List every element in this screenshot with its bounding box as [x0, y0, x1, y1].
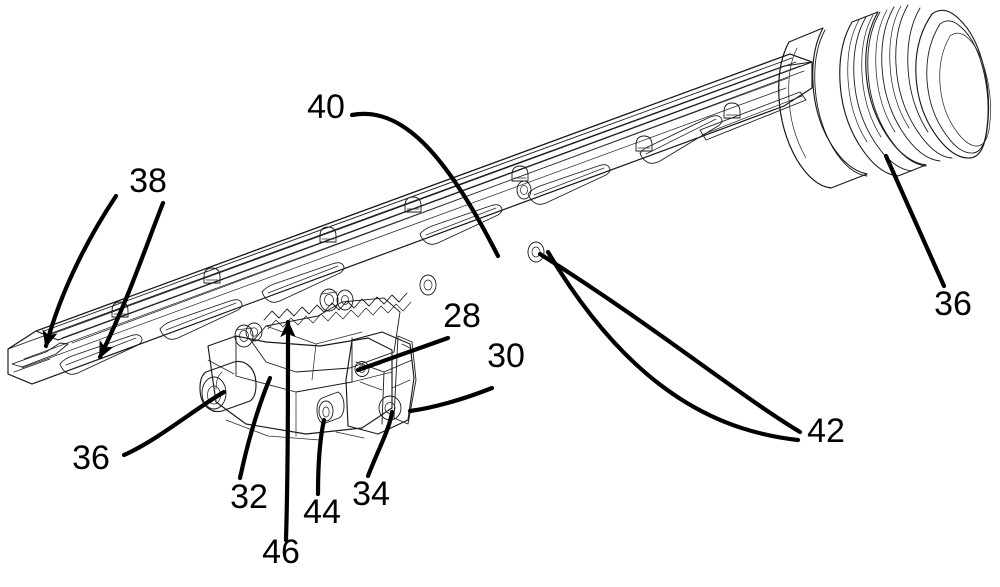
- leader-36-right: [883, 153, 947, 289]
- ref-label-36-left: 36: [72, 439, 110, 477]
- ref-label-34: 34: [352, 475, 390, 513]
- ref-label-28: 28: [443, 297, 481, 335]
- leader-38-a: [42, 193, 119, 349]
- leader-38-b: [97, 200, 166, 360]
- leader-34: [365, 409, 395, 479]
- rail-tab: [511, 165, 529, 182]
- rail-slot: [419, 204, 503, 245]
- rail-slot: [159, 299, 243, 340]
- serrated-interface: [263, 292, 412, 330]
- leader-28: [355, 335, 451, 373]
- ref-label-32: 32: [230, 478, 268, 516]
- leader-44: [315, 417, 327, 497]
- ref-label-42: 42: [807, 412, 845, 450]
- ref-label-36-right: 36: [934, 285, 972, 323]
- leader-42-b: [545, 249, 801, 443]
- rail-tab: [404, 196, 422, 213]
- rail-screw-bosses: [234, 180, 545, 348]
- barrel-nut-flange: [778, 27, 868, 189]
- rail-tab: [635, 135, 653, 152]
- block-upper-screws: [245, 289, 354, 342]
- ref-label-46: 46: [262, 533, 300, 571]
- leader-lines: [42, 111, 947, 543]
- rail-tab: [203, 267, 221, 284]
- rail-screw-boss: [419, 274, 437, 296]
- rail-top-tabs: [111, 102, 741, 318]
- front-bracket: [345, 331, 417, 435]
- barrel-nut-bore-face: [915, 9, 991, 159]
- threaded-barrel-nut: [778, 4, 991, 189]
- inner-barrel-tube: [699, 91, 807, 141]
- rail-left-tip: [7, 330, 69, 385]
- rail-body: [7, 53, 813, 385]
- leader-40: [349, 111, 501, 259]
- leader-36-left: [121, 389, 227, 458]
- handguard-rail: [7, 53, 813, 385]
- retaining-screw: [316, 391, 345, 425]
- ref-label-38: 38: [129, 162, 167, 200]
- reference-numerals: 38 40 28 30 36 32 44 34 46 42 36: [72, 88, 972, 571]
- leader-30: [407, 385, 495, 414]
- rail-slot: [527, 164, 611, 205]
- rail-tab: [319, 226, 337, 243]
- leader-42-a: [537, 251, 803, 435]
- barrel-nut-threads: [839, 4, 953, 177]
- leader-46: [280, 319, 296, 543]
- rail-screw-boss: [516, 180, 532, 200]
- ref-label-44: 44: [303, 493, 341, 531]
- rail-screw-boss: [319, 288, 339, 312]
- cylindrical-boss: [199, 360, 257, 413]
- ref-label-40: 40: [307, 88, 345, 126]
- ref-label-30: 30: [487, 337, 525, 375]
- rail-tab: [723, 102, 741, 119]
- leader-32: [237, 375, 273, 481]
- rail-slot: [261, 262, 345, 303]
- gas-block-body: [207, 335, 393, 437]
